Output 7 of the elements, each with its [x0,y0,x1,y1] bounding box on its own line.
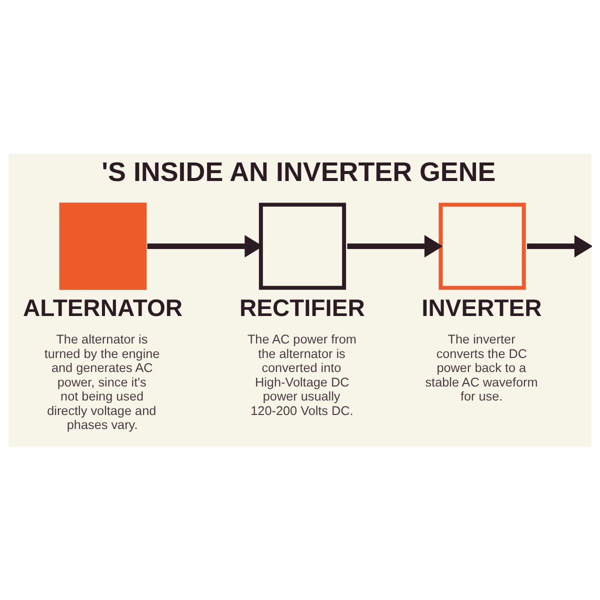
node-label: INVERTER [422,294,542,322]
node-label: RECTIFIER [240,294,365,322]
node-label: The AC power from the alternator is converted into High-Voltage DC power usually 120-200 Volts DC. [247,332,356,418]
node-label: ALTERNATOR [22,294,183,322]
node-label: The inverter converts the DC power back to a stable AC waveform for use. [425,332,538,404]
diagram-title: 'S INSIDE AN INVERTER GENE [102,156,496,187]
node-label: The alternator is turned by the engine and generates AC power, since it's not being used directly voltage and phases vary. [44,332,160,432]
